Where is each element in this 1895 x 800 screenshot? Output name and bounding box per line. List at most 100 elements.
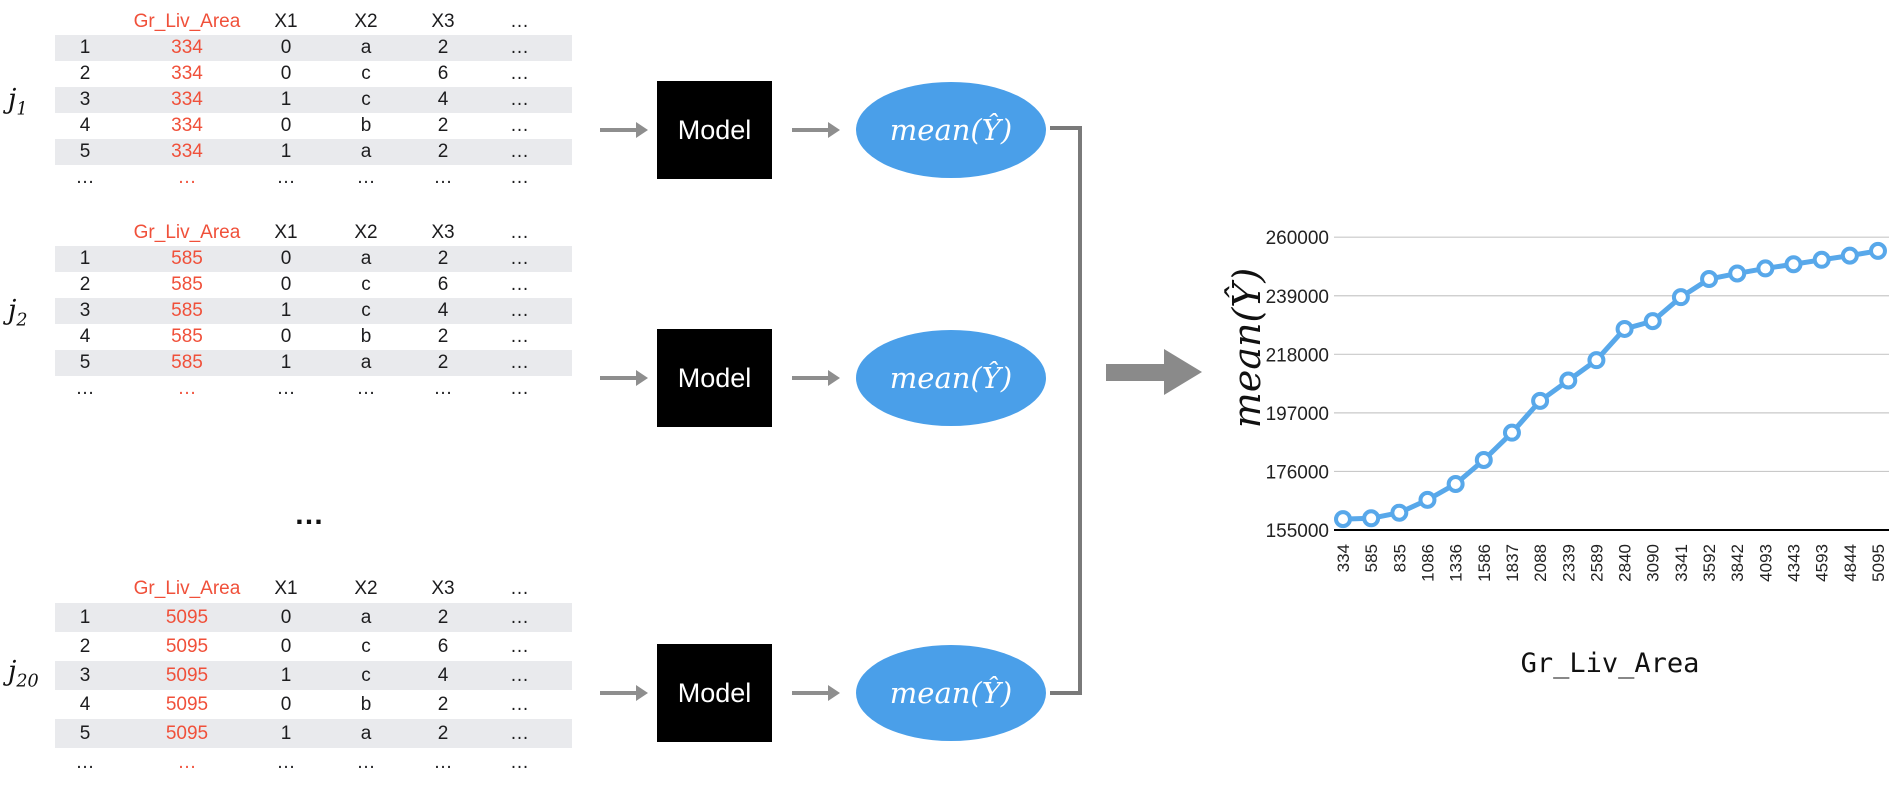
x-tick-label: 3090 (1644, 544, 1663, 582)
table-cell: X2 (354, 577, 378, 599)
table-cell: c (361, 89, 371, 110)
table-cell: X2 (354, 222, 378, 243)
x-tick-label: 2840 (1616, 544, 1635, 582)
table-cell: 2 (437, 722, 449, 744)
feature-column-cell: 5095 (165, 606, 209, 628)
table-cell: 0 (280, 274, 292, 295)
row-label-j1: j1 (8, 84, 28, 120)
table-cell: 1 (79, 37, 91, 58)
bracket-bottom-stub (1050, 691, 1082, 695)
table-cell: 1 (280, 300, 292, 321)
arrow-right-icon (792, 370, 840, 386)
chart-point (1418, 490, 1437, 509)
table-cell: 6 (437, 63, 449, 84)
table-cell: 4 (437, 664, 449, 686)
table-cell: 5 (79, 722, 91, 744)
table-cell: c (361, 300, 371, 321)
y-tick-label: 218000 (1266, 345, 1329, 366)
table-cell: 2 (79, 63, 91, 84)
table-cell: 2 (437, 37, 449, 58)
mean-prediction-ellipse-3: mean(Ŷ) (856, 645, 1046, 741)
feature-column-cell: 334 (171, 37, 203, 58)
chart-point (1474, 451, 1493, 470)
table-cell: 0 (280, 248, 292, 269)
chart-point (1671, 288, 1690, 307)
table-cell: … (433, 378, 453, 399)
table-cell: a (360, 352, 372, 373)
chart-point (1840, 246, 1859, 265)
arrow-right-icon (792, 685, 840, 701)
chart-point (1812, 250, 1831, 269)
x-tick-label: 4593 (1813, 544, 1832, 582)
table-cell: 3 (79, 664, 91, 686)
table-cell: X3 (431, 11, 455, 32)
x-tick-label: 4093 (1756, 544, 1775, 582)
y-tick-label: 176000 (1266, 462, 1329, 483)
table-cell: 0 (280, 37, 292, 58)
chart-point (1756, 259, 1775, 278)
table-cell: 1 (79, 248, 91, 269)
table-cell: 1 (280, 89, 292, 110)
feature-column-cell: 5095 (165, 693, 209, 715)
feature-column-cell: Gr_Liv_Area (133, 577, 241, 599)
chart-point (1446, 474, 1465, 493)
table-cell: 6 (437, 635, 449, 657)
model-box-1: Model (657, 81, 772, 179)
arrow-right-icon (792, 122, 840, 138)
table-row: ……………… (55, 165, 572, 191)
table-cell: … (510, 378, 529, 399)
table-cell: 0 (280, 326, 292, 347)
table-cell: 2 (437, 606, 449, 628)
x-tick-label: 3341 (1672, 544, 1691, 582)
table-cell: X2 (354, 11, 378, 32)
model-box-2: Model (657, 329, 772, 427)
chart-line (1342, 248, 1879, 522)
table-cell: 1 (280, 352, 292, 373)
model-label: Model (677, 362, 752, 393)
feature-column-cell: 5095 (165, 664, 209, 686)
table-cell: … (75, 167, 95, 188)
table-cell: … (510, 635, 529, 657)
chart-point (1334, 510, 1352, 529)
table-cell: … (433, 167, 453, 188)
table-cell: b (360, 326, 372, 347)
x-tick-label: 2589 (1587, 544, 1606, 582)
table-cell: b (360, 115, 372, 136)
chart-point (1390, 503, 1409, 522)
table-row: ……………… (55, 748, 572, 777)
table-cell: … (75, 378, 95, 399)
table-cell: … (433, 751, 453, 773)
mean-prediction-ellipse-2: mean(Ŷ) (856, 330, 1046, 426)
table-cell: … (276, 751, 296, 773)
x-tick-label: 1336 (1447, 544, 1466, 582)
table-cell: … (510, 664, 529, 686)
feature-column-cell: Gr_Liv_Area (133, 222, 241, 243)
arrow-right-icon (600, 122, 648, 138)
bracket-top-stub (1050, 126, 1082, 130)
table-cell: 0 (280, 63, 292, 84)
table-cell: … (510, 63, 529, 84)
table-cell: 2 (437, 248, 449, 269)
x-axis-title: Gr_Liv_Area (1521, 648, 1700, 679)
table-cell: 2 (437, 115, 449, 136)
table-cell: 2 (437, 352, 449, 373)
table-cell: a (360, 248, 372, 269)
feature-column-cell: 585 (171, 274, 203, 295)
chart-point (1728, 264, 1747, 283)
row-label-j20: j20 (8, 656, 39, 692)
feature-column-cell: 585 (171, 352, 203, 373)
feature-column-cell: Gr_Liv_Area (133, 11, 241, 32)
table-cell: … (510, 751, 529, 773)
x-tick-label: 3842 (1728, 544, 1747, 582)
chart-point (1643, 312, 1662, 331)
table-cell: 2 (79, 274, 91, 295)
feature-column-cell: 585 (171, 326, 203, 347)
chart-point (1531, 391, 1550, 410)
table-cell: … (510, 722, 529, 744)
